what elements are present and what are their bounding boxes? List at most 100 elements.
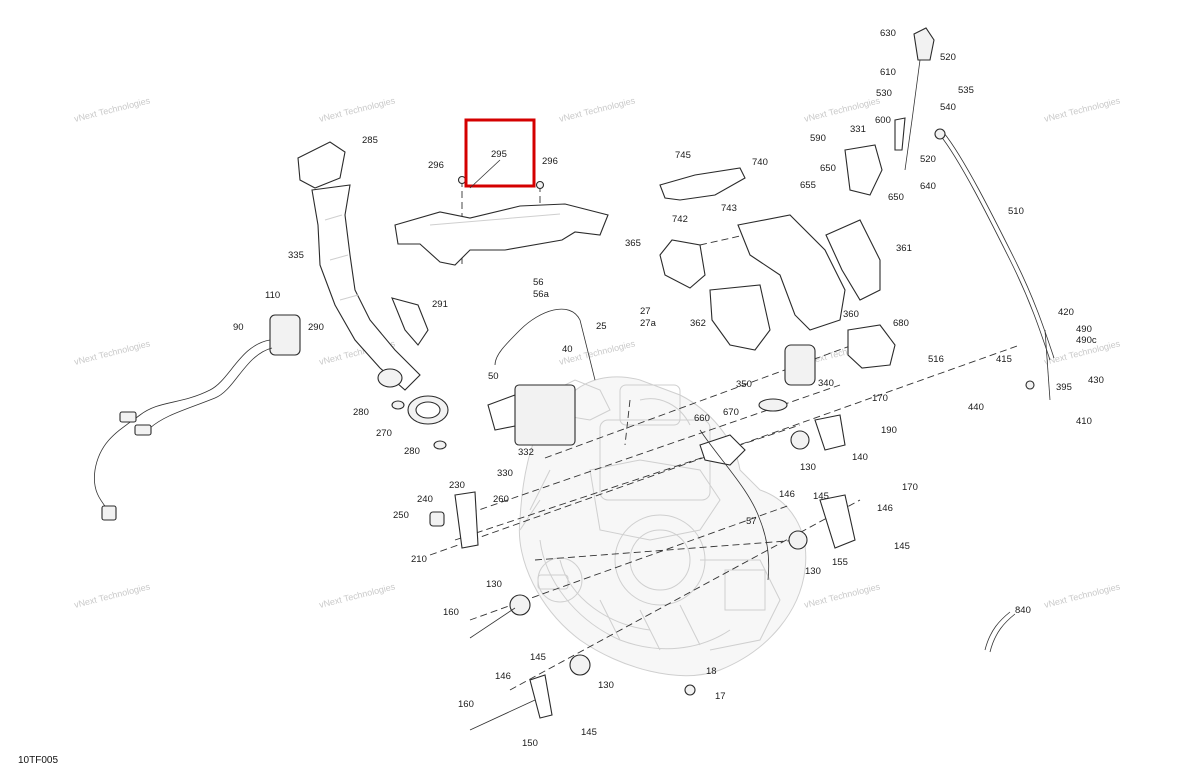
figure-code: 10TF005 bbox=[18, 755, 59, 766]
label: 50 bbox=[488, 371, 499, 382]
label: 210 bbox=[411, 554, 427, 565]
watermark: vNext Technologies bbox=[803, 95, 881, 124]
label: 280 bbox=[404, 446, 420, 457]
label: 540 bbox=[940, 102, 956, 113]
callout-labels: 630 520 610 535 530 540 600 331 590 520 … bbox=[233, 28, 1104, 749]
label: 490c bbox=[1076, 335, 1097, 346]
label: 285 bbox=[362, 135, 378, 146]
label: 27a bbox=[640, 318, 657, 329]
label: 170 bbox=[872, 393, 888, 404]
label: 680 bbox=[893, 318, 909, 329]
label: 650 bbox=[888, 192, 904, 203]
label: 630 bbox=[880, 28, 896, 39]
label: 270 bbox=[376, 428, 392, 439]
label: 260 bbox=[493, 494, 509, 505]
label: 280 bbox=[353, 407, 369, 418]
wiring-harness bbox=[93, 314, 301, 521]
label: 331 bbox=[850, 124, 866, 135]
airbox-parts bbox=[659, 167, 896, 412]
label: 291 bbox=[432, 299, 448, 310]
label: 146 bbox=[877, 503, 893, 514]
label: 410 bbox=[1076, 416, 1092, 427]
label: 743 bbox=[721, 203, 737, 214]
label: 130 bbox=[598, 680, 614, 691]
label: 140 bbox=[852, 452, 868, 463]
label: 520 bbox=[940, 52, 956, 63]
label: 415 bbox=[996, 354, 1012, 365]
label: 130 bbox=[800, 462, 816, 473]
label: 145 bbox=[581, 727, 597, 738]
label: 350 bbox=[736, 379, 752, 390]
label: 535 bbox=[958, 85, 974, 96]
watermark: vNext Technologies bbox=[318, 95, 396, 124]
label: 170 bbox=[902, 482, 918, 493]
label: 365 bbox=[625, 238, 641, 249]
label: 510 bbox=[1008, 206, 1024, 217]
label: 742 bbox=[672, 214, 688, 225]
highlight-label: 295 bbox=[491, 149, 507, 160]
label: 40 bbox=[562, 344, 573, 355]
label: 420 bbox=[1058, 307, 1074, 318]
watermark: vNext Technologies bbox=[1043, 581, 1121, 610]
label: 56a bbox=[533, 289, 550, 300]
label: 150 bbox=[522, 738, 538, 749]
label: 145 bbox=[813, 491, 829, 502]
watermark: vNext Technologies bbox=[73, 581, 151, 610]
label: 190 bbox=[881, 425, 897, 436]
label: 516 bbox=[928, 354, 944, 365]
label: 145 bbox=[530, 652, 546, 663]
label: 130 bbox=[805, 566, 821, 577]
label: 655 bbox=[800, 180, 816, 191]
label: 361 bbox=[896, 243, 912, 254]
label: 490 bbox=[1076, 324, 1092, 335]
label: 56 bbox=[533, 277, 544, 288]
label: 146 bbox=[495, 671, 511, 682]
watermark: vNext Technologies bbox=[73, 95, 151, 124]
heat-shield-plate bbox=[394, 175, 609, 266]
label: 600 bbox=[875, 115, 891, 126]
label: 660 bbox=[694, 413, 710, 424]
label: 520 bbox=[920, 154, 936, 165]
label: 250 bbox=[393, 510, 409, 521]
watermark: vNext Technologies bbox=[73, 338, 151, 367]
label: 25 bbox=[596, 321, 607, 332]
label: 290 bbox=[308, 322, 324, 333]
label: 610 bbox=[880, 67, 896, 78]
highlight-box[interactable] bbox=[464, 118, 536, 188]
label: 640 bbox=[920, 181, 936, 192]
label: 590 bbox=[810, 133, 826, 144]
watermark: vNext Technologies bbox=[318, 581, 396, 610]
label: 57 bbox=[746, 516, 757, 527]
label: 240 bbox=[417, 494, 433, 505]
label: 395 bbox=[1056, 382, 1072, 393]
watermark: vNext Technologies bbox=[1043, 95, 1121, 124]
label: 340 bbox=[818, 378, 834, 389]
highlighted-callout[interactable]: 295 bbox=[464, 118, 536, 189]
label: 745 bbox=[675, 150, 691, 161]
label: 27 bbox=[640, 306, 651, 317]
label: 296 bbox=[428, 160, 444, 171]
label: 296 bbox=[542, 156, 558, 167]
label: 160 bbox=[458, 699, 474, 710]
label: 90 bbox=[233, 322, 244, 333]
label: 130 bbox=[486, 579, 502, 590]
label: 360 bbox=[843, 309, 859, 320]
label: 332 bbox=[518, 447, 534, 458]
label: 430 bbox=[1088, 375, 1104, 386]
label: 330 bbox=[497, 468, 513, 479]
label: 650 bbox=[820, 163, 836, 174]
label: 362 bbox=[690, 318, 706, 329]
label: 230 bbox=[449, 480, 465, 491]
label: 18 bbox=[706, 666, 717, 677]
watermark: vNext Technologies bbox=[558, 95, 636, 124]
label: 670 bbox=[723, 407, 739, 418]
label: 160 bbox=[443, 607, 459, 618]
label: 440 bbox=[968, 402, 984, 413]
label: 145 bbox=[894, 541, 910, 552]
small-parts bbox=[429, 308, 1016, 731]
label: 17 bbox=[715, 691, 726, 702]
intake-duct bbox=[297, 141, 449, 450]
label: 146 bbox=[779, 489, 795, 500]
label: 530 bbox=[876, 88, 892, 99]
